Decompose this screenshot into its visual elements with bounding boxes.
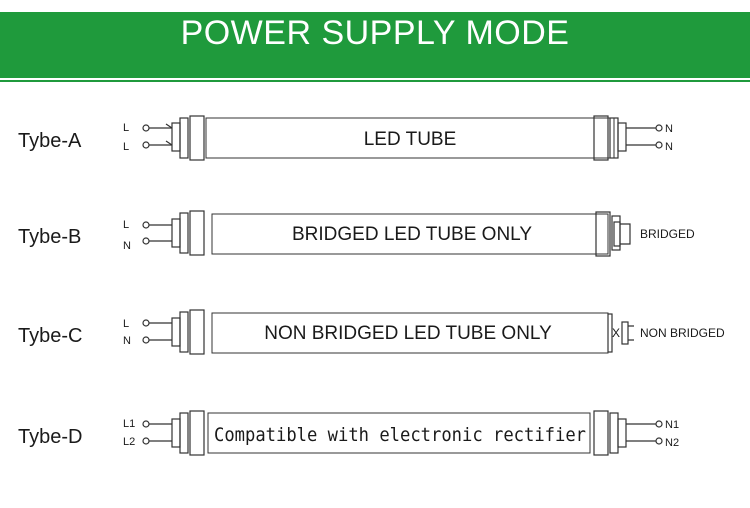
type-b-left-pin-1: L [123, 219, 129, 231]
title-banner [0, 12, 750, 78]
type-a-right-connector [593, 115, 663, 161]
type-a-right-pin-1: N [665, 123, 673, 135]
type-a-name: Tybe-A [18, 130, 82, 152]
type-c-right-note: NON BRIDGED [640, 326, 725, 340]
type-b-left-pin-2: N [123, 240, 131, 252]
type-b-left-connector [142, 210, 205, 256]
type-d-row: Tybe-D L1 L2 Compatible with electronic … [18, 410, 679, 456]
type-c-name: Tybe-C [18, 325, 82, 347]
type-d-right-pin-2: N2 [665, 437, 679, 449]
title-underline [0, 80, 750, 82]
type-b-right-note: BRIDGED [640, 227, 695, 241]
type-c-left-connector [142, 309, 205, 355]
type-a-tube-label: LED TUBE [364, 129, 457, 150]
type-c-row: Tybe-C L N NON BRIDGED LED TUBE ONLY X N… [18, 309, 725, 355]
type-d-name: Tybe-D [18, 426, 82, 448]
page-title: POWER SUPPLY MODE [180, 14, 570, 52]
type-c-right-marker: X [612, 326, 620, 340]
type-c-left-pin-1: L [123, 318, 129, 330]
type-d-left-connector [142, 410, 205, 456]
type-b-name: Tybe-B [18, 226, 81, 248]
type-d-right-connector [593, 410, 663, 456]
type-c-right-connector [607, 313, 634, 353]
type-a-row: Tybe-A L L LED TUBE N N [18, 115, 673, 161]
type-a-left-connector [142, 115, 205, 161]
type-c-tube [211, 312, 609, 354]
type-b-tube [211, 213, 609, 255]
type-d-tube-label: Compatible with electronic rectifier [214, 424, 586, 446]
type-d-tube [207, 412, 591, 454]
type-d-left-pin-2: L2 [123, 436, 135, 448]
type-d-right-pin-1: N1 [665, 419, 679, 431]
type-c-tube-label: NON BRIDGED LED TUBE ONLY [264, 323, 552, 344]
type-b-tube-label: BRIDGED LED TUBE ONLY [292, 224, 532, 245]
type-c-left-pin-2: N [123, 335, 131, 347]
type-d-left-pin-1: L1 [123, 418, 135, 430]
type-a-tube [205, 117, 615, 159]
type-a-left-pin-1: L [123, 122, 129, 134]
type-a-left-pin-2: L [123, 141, 129, 153]
type-a-right-pin-2: N [665, 141, 673, 153]
type-b-right-connector [595, 211, 631, 257]
type-b-row: Tybe-B L N BRIDGED LED TUBE ONLY BRIDGED [18, 210, 695, 257]
